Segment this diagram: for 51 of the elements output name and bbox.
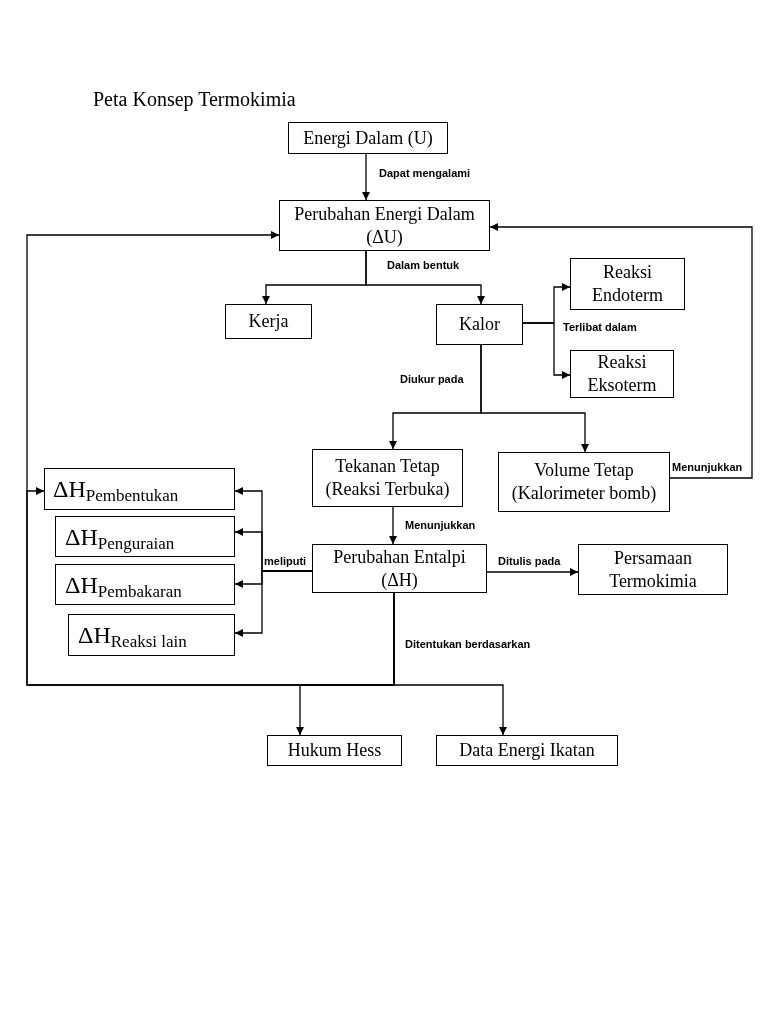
concept-box	[436, 304, 523, 345]
concept-box	[225, 304, 312, 339]
concept-box	[55, 564, 235, 605]
concept-box	[312, 544, 487, 593]
edge-label: Ditulis pada	[498, 555, 561, 568]
concept-box	[570, 350, 674, 398]
concept-box	[288, 122, 448, 154]
arrow	[362, 153, 370, 201]
node-text: Perubahan Energi Dalam (ΔU)	[293, 202, 476, 249]
edge-label: Ditentukan berdasarkan	[405, 638, 531, 651]
node-text: Kerja	[248, 310, 289, 333]
node-text: Reaksi Eksoterm	[586, 351, 658, 397]
concept-box	[312, 449, 463, 507]
node-text: Tekanan Tetap (Reaksi Terbuka)	[324, 455, 451, 501]
node-text: ΔH$_{Reaksi lain}$	[78, 621, 187, 650]
node-text: Perubahan Entalpi (ΔH)	[332, 545, 467, 592]
arrow	[365, 250, 485, 305]
arrow	[489, 223, 753, 479]
arrow	[486, 568, 579, 576]
node-text: Hukum Hess	[287, 739, 382, 762]
concept-box	[267, 735, 402, 766]
arrow	[26, 487, 395, 686]
node-text: Volume Tetap (Kalorimeter bomb)	[510, 459, 658, 505]
node-text: Energi Dalam (U)	[303, 126, 433, 150]
edge-label: Menunjukkan	[672, 461, 743, 474]
concept-box	[55, 516, 235, 557]
concept-box	[279, 200, 490, 251]
node-text: ΔH$_{Pembentukan}$	[53, 475, 179, 504]
concept-box	[578, 544, 728, 595]
concept-box	[44, 468, 235, 510]
concept-box	[498, 452, 670, 512]
arrow	[234, 570, 313, 637]
edge-label: Menunjukkan	[405, 519, 476, 532]
concept-box	[68, 614, 235, 656]
node-text: ΔH$_{Penguraian}$	[65, 522, 175, 552]
edge-label: Diukur pada	[400, 373, 464, 386]
node-text: ΔH$_{Pembakaran}$	[65, 570, 182, 600]
arrow	[389, 506, 397, 545]
concept-box	[570, 258, 685, 310]
arrow	[522, 322, 571, 379]
edge-label: meliputi	[264, 555, 307, 568]
concept-box	[436, 735, 618, 766]
edge-label: Dapat mengalami	[379, 167, 471, 180]
node-text: Persamaan Termokimia	[608, 546, 698, 593]
node-text: Kalor	[459, 313, 500, 336]
node-text: Data Energi Ikatan	[459, 739, 595, 762]
arrow	[480, 344, 589, 453]
node-text: Reaksi Endoterm	[591, 261, 664, 307]
diagram-title: Peta Konsep Termokimia	[93, 87, 296, 111]
edge-label: Terlibat dalam	[563, 321, 637, 334]
edge-label: Dalam bentuk	[387, 259, 460, 272]
